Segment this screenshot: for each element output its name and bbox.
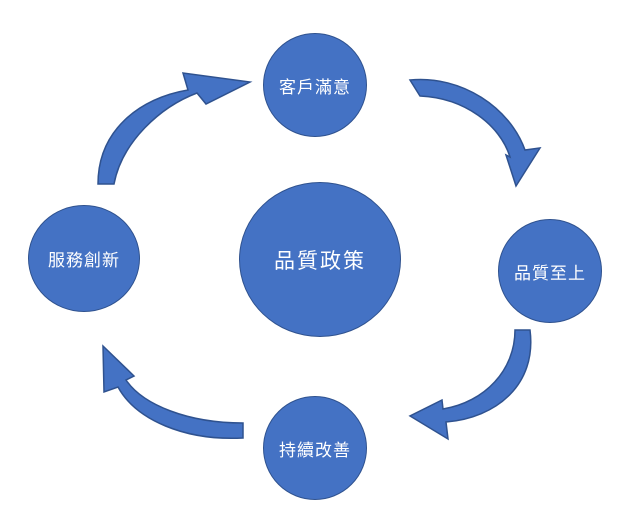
node-continuous-improvement: 持續改善: [263, 396, 367, 500]
arrow-bottom-to-left: [102, 344, 244, 440]
node-left-label: 服務創新: [48, 251, 120, 271]
node-right-label: 品質至上: [514, 263, 586, 284]
arrow-top-to-right: [408, 78, 542, 188]
node-top-label: 客戶滿意: [279, 77, 351, 98]
node-bottom-label: 持續改善: [279, 440, 351, 461]
center-node-label: 品質政策: [274, 248, 366, 273]
center-node-quality-policy: 品質政策: [239, 182, 401, 337]
node-service-innovation: 服務創新: [28, 205, 140, 312]
node-customer-satisfaction: 客戶滿意: [263, 33, 367, 137]
node-quality-first: 品質至上: [498, 219, 602, 323]
arrow-right-to-bottom: [408, 329, 532, 441]
arrow-left-to-top: [97, 72, 253, 185]
